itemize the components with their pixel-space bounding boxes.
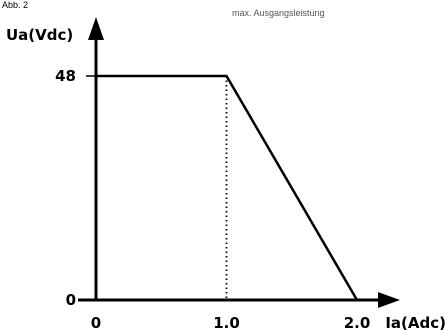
x-axis-arrow: [378, 292, 400, 308]
plot-area: Ua(Vdc) Ia(Adc) 0 48 0 1.0 2.0: [6, 17, 446, 331]
x-tick-label: 1.0: [213, 314, 240, 331]
figure-label: Abb. 2: [2, 0, 28, 10]
x-axis-title: Ia(Adc): [385, 314, 446, 331]
y-tick-label: 48: [55, 67, 76, 85]
y-axis-title: Ua(Vdc): [6, 26, 73, 44]
x-tick-label: 0: [91, 314, 101, 331]
y-axis-arrow: [88, 17, 104, 40]
chart-caption: max. Ausgangsleistung: [232, 8, 325, 18]
series-line: [96, 74, 359, 301]
y-tick-label: 0: [66, 291, 76, 309]
x-tick-label: 2.0: [344, 314, 371, 331]
